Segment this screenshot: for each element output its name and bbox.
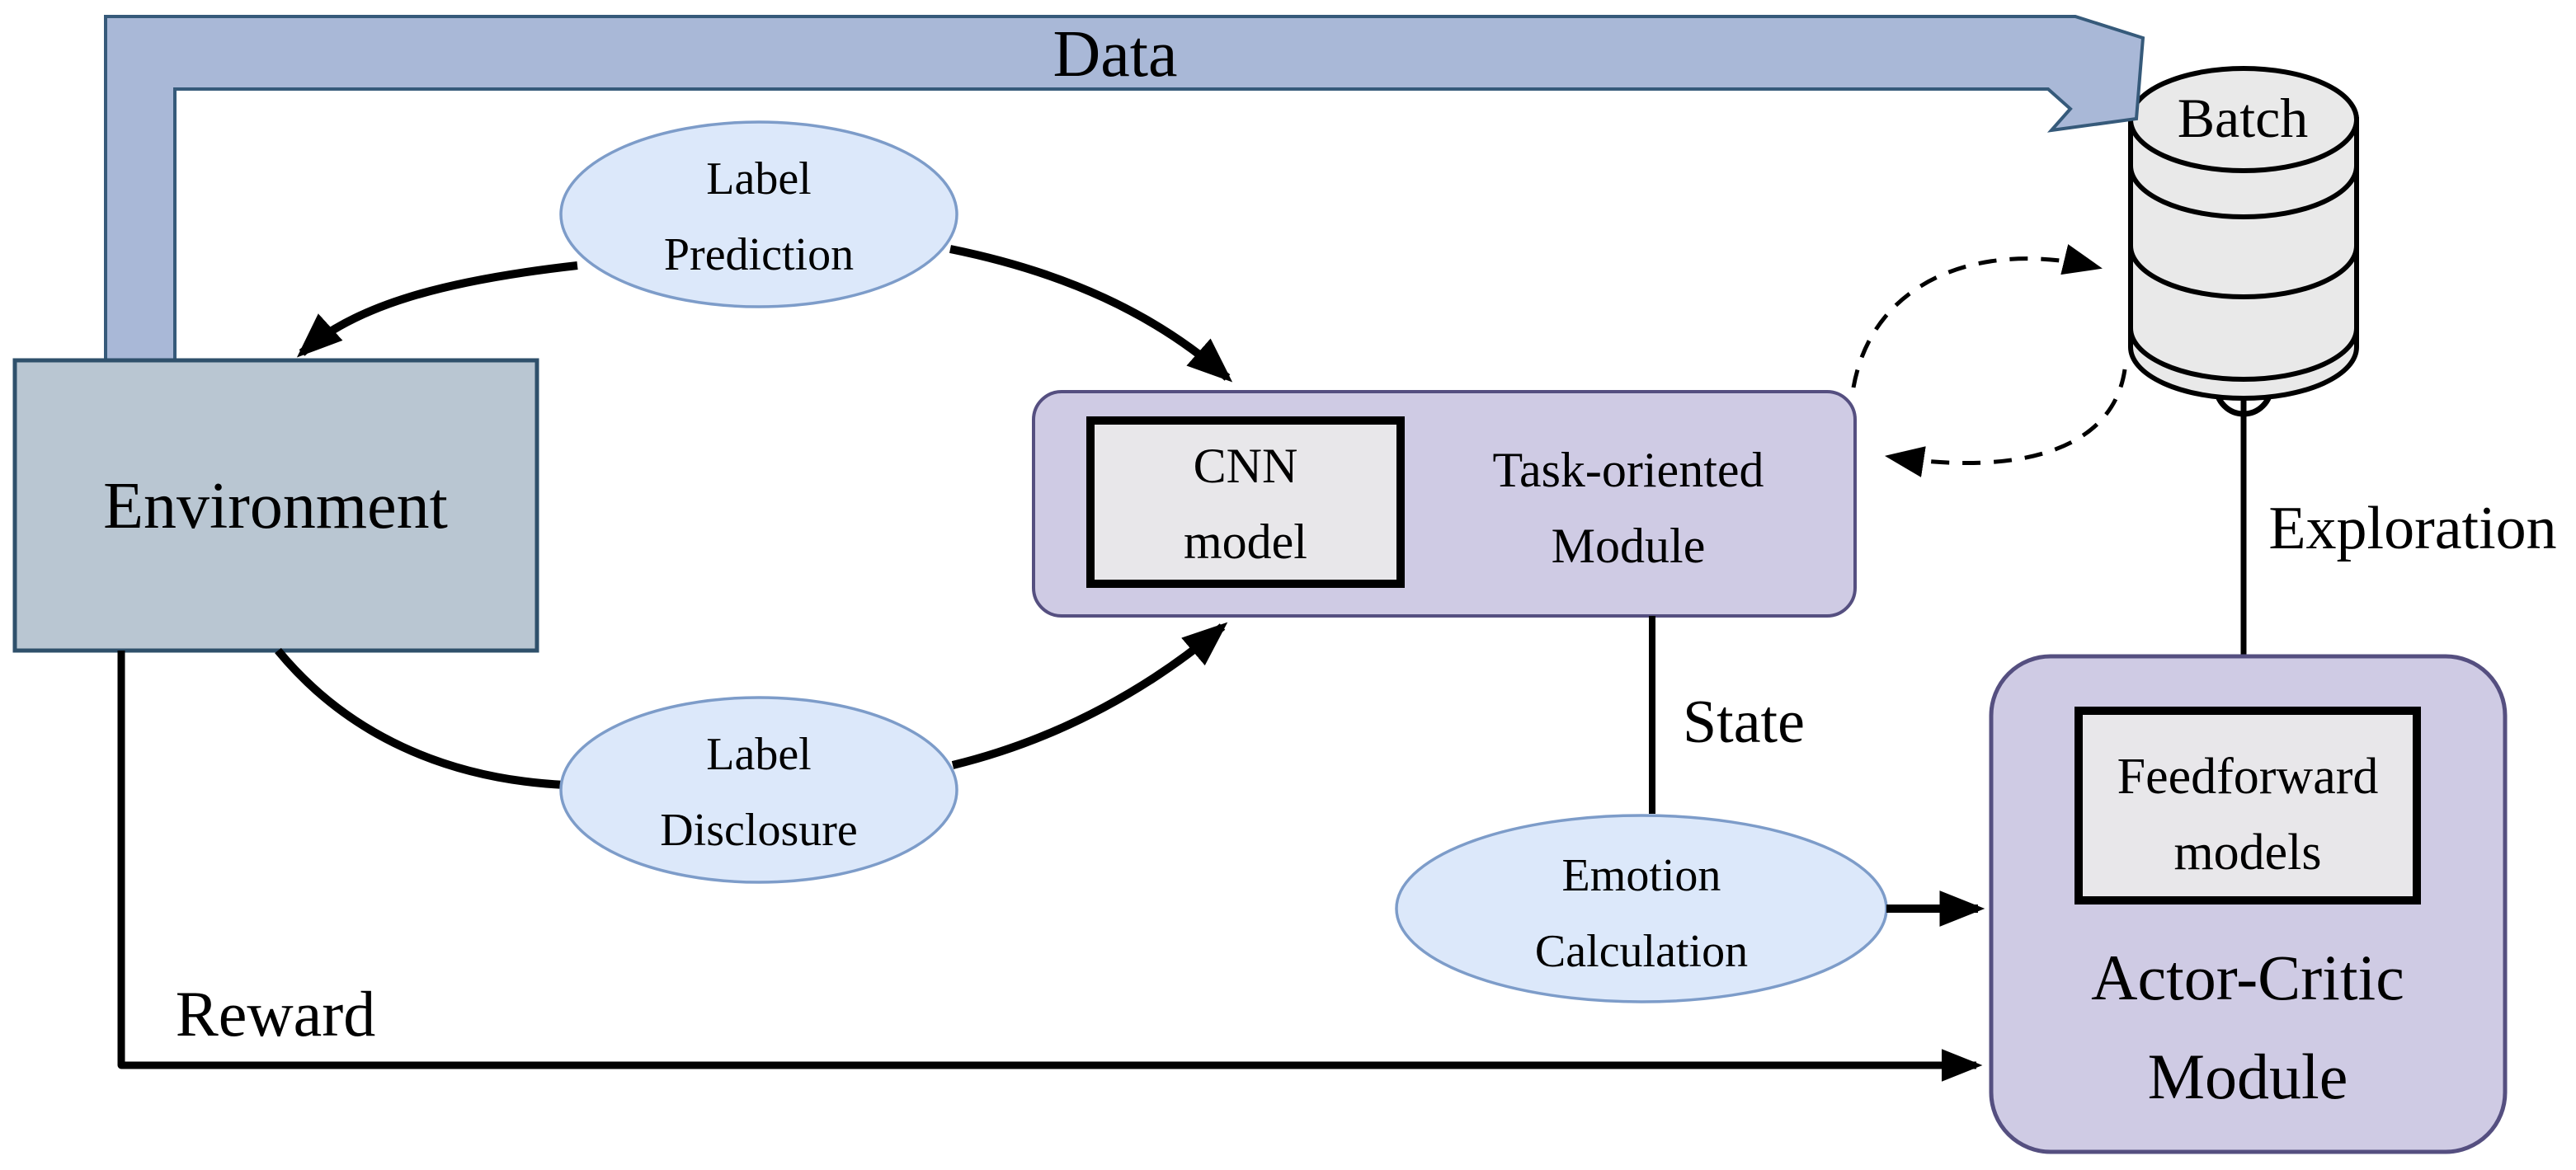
- cylinder-separator-icon: [2128, 327, 2359, 382]
- edge-task-module-to-batch-dashed: [1851, 244, 2103, 388]
- emotion-calculation-line2: Calculation: [1535, 926, 1748, 977]
- cylinder-separator-icon: [2128, 245, 2359, 299]
- feedforward-models-line2: models: [2173, 825, 2321, 881]
- label-disclosure-ellipse: [559, 696, 958, 884]
- cnn-model-line1: CNN: [1194, 439, 1298, 493]
- feedforward-models-box: [2074, 707, 2421, 905]
- edge-disclosure-to-task-module: [951, 622, 1228, 769]
- label-prediction-line1: Label: [706, 153, 811, 204]
- cnn-model-box: [1086, 416, 1405, 588]
- task-oriented-module-line2: Module: [1552, 519, 1706, 573]
- label-disclosure-line2: Disclosure: [660, 805, 858, 856]
- task-oriented-module-node: CNN model Task-oriented Module: [1032, 390, 1857, 618]
- actor-critic-module-line2: Module: [2148, 1041, 2348, 1112]
- batch-datastore: Batch: [2128, 66, 2359, 401]
- exploration-label: Exploration: [2268, 495, 2556, 562]
- label-prediction-node: Label Prediction: [559, 120, 958, 308]
- label-prediction-ellipse: [559, 120, 958, 308]
- emotion-calculation-node: Emotion Calculation: [1395, 814, 1888, 1003]
- state-label: State: [1683, 688, 1805, 756]
- edge-prediction-to-environment: [296, 261, 578, 358]
- cnn-model-line2: model: [1184, 515, 1307, 569]
- data-label: Data: [1053, 18, 1177, 91]
- edge-prediction-to-task-module: [949, 245, 1233, 383]
- environment-box: [12, 358, 539, 653]
- batch-label: Batch: [2178, 87, 2309, 149]
- label-disclosure-node: Label Disclosure: [559, 696, 958, 884]
- environment-node: Environment: [12, 358, 539, 653]
- actor-critic-module-line1: Actor-Critic: [2091, 942, 2404, 1013]
- feedforward-models-line1: Feedforward: [2117, 749, 2379, 805]
- edge-reward: [117, 651, 1983, 1082]
- environment-label: Environment: [103, 470, 448, 543]
- actor-critic-module-node: Feedforward models Actor-Critic Module: [1989, 654, 2508, 1154]
- emotion-calculation-line1: Emotion: [1562, 850, 1721, 901]
- reward-flow: Reward: [117, 651, 1983, 1082]
- edge-environment-to-disclosure: [275, 647, 566, 789]
- reward-label: Reward: [176, 978, 376, 1050]
- exploration-link: [2213, 386, 2274, 657]
- edge-batch-to-task-module-dashed: [1884, 369, 2127, 477]
- label-disclosure-line1: Label: [706, 729, 811, 780]
- task-oriented-module-line1: Task-oriented: [1492, 443, 1764, 497]
- cylinder-separator-icon: [2128, 165, 2359, 219]
- cylinder-body-icon: [2128, 117, 2359, 401]
- label-prediction-line2: Prediction: [664, 229, 854, 280]
